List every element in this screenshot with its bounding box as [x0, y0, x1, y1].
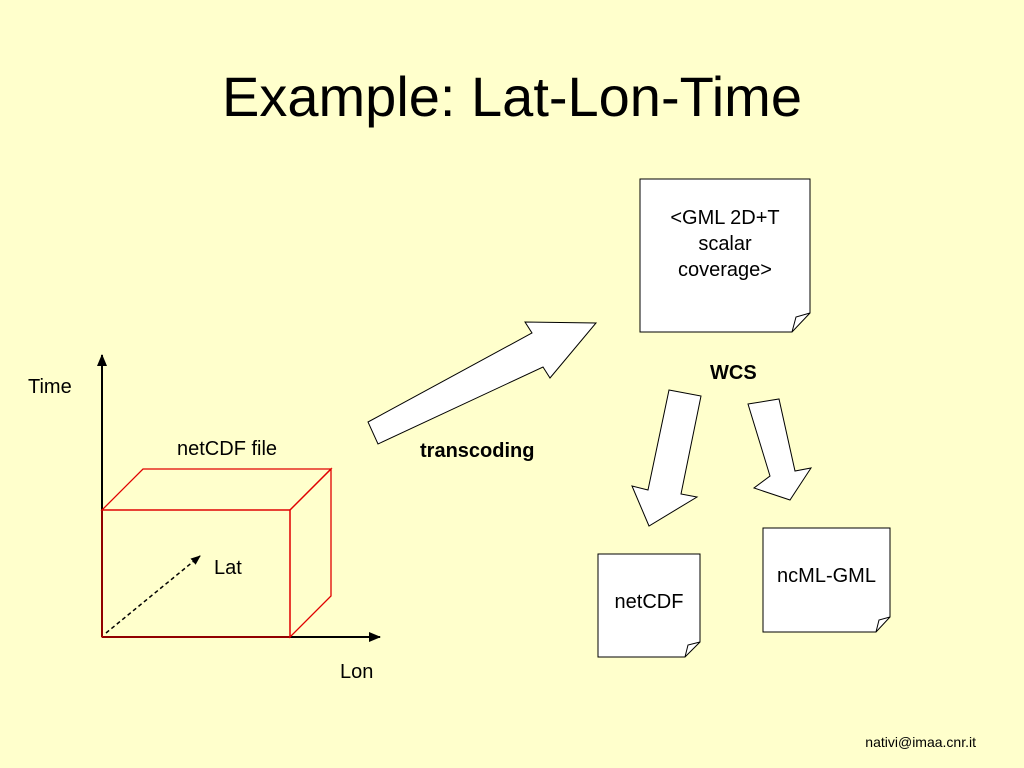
wcs-label: WCS: [710, 362, 757, 384]
wcs-arrow-to-netcdf: [631, 389, 702, 527]
cube-side-face: [289, 467, 332, 639]
wcs-arrow-to-ncml: [747, 398, 813, 501]
lon-axis-label: Lon: [340, 661, 374, 683]
transcoding-label: transcoding: [420, 440, 535, 462]
netcdf-document-text: netCDF: [614, 591, 684, 613]
gml-line-3: coverage>: [678, 259, 772, 281]
gml-coverage-document: [639, 178, 811, 333]
lat-axis: [105, 555, 201, 634]
netcdf-document: [597, 553, 701, 658]
gml-line-1: <GML 2D+T: [670, 207, 780, 229]
footer-email: nativi@imaa.cnr.it: [865, 734, 976, 750]
netcdf-cube: [100, 467, 333, 639]
cube-front-face: [101, 509, 291, 638]
ncml-document-text: ncML-GML: [777, 565, 876, 587]
cube-label: netCDF file: [177, 438, 278, 460]
time-axis-label: Time: [28, 376, 72, 398]
lat-axis-label: Lat: [214, 557, 242, 579]
gml-line-2: scalar: [698, 233, 752, 255]
slide-title: Example: Lat-Lon-Time: [222, 65, 802, 128]
transcoding-arrow: [367, 321, 598, 445]
ncml-gml-document: [762, 527, 891, 633]
gml-document-text: <GML 2D+T scalar coverage>: [640, 205, 810, 283]
